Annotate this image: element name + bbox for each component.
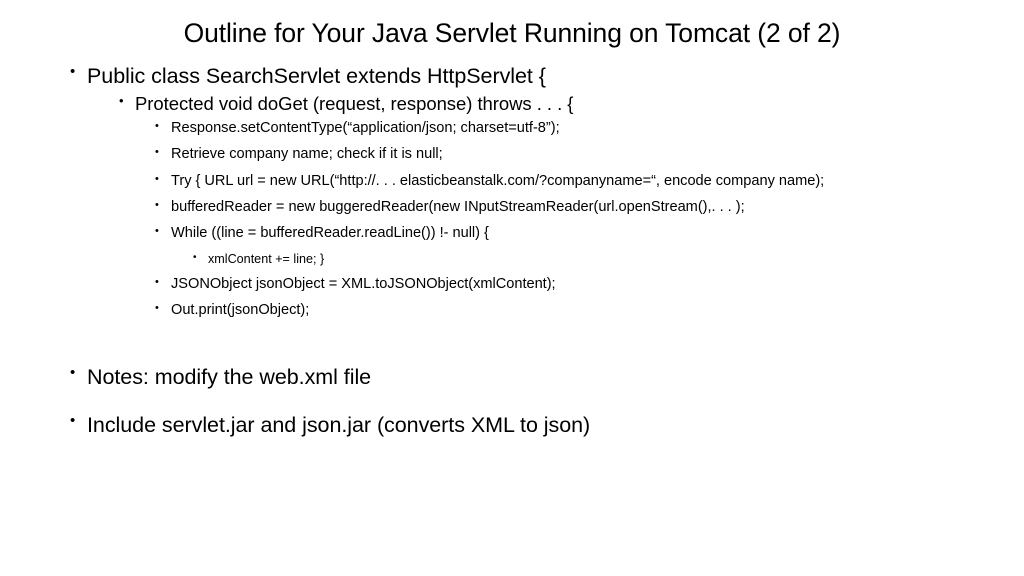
outline-item-text: Protected void doGet (request, response)…: [135, 92, 574, 114]
page-title: Outline for Your Java Servlet Running on…: [183, 18, 841, 48]
outline-item-level3: • Response.setContentType(“application/j…: [0, 119, 1024, 145]
bullet-icon: •: [193, 251, 197, 263]
bullet-icon: •: [70, 63, 76, 80]
outline-item-text: Out.print(jsonObject);: [171, 302, 310, 319]
outline-item-level4: • xmlContent += line; }: [0, 251, 1024, 275]
outline-tail-group: • Notes: modify the web.xml file • Inclu…: [0, 363, 1024, 460]
outline-item-text: Try { URL url = new URL(“http://. . . el…: [171, 172, 825, 189]
outline-item-level2: • Protected void doGet (request, respons…: [0, 92, 1024, 119]
bullet-icon: •: [155, 275, 159, 288]
bullet-icon: •: [155, 225, 159, 238]
bullet-icon: •: [155, 198, 159, 211]
bullet-icon: •: [70, 363, 76, 381]
bullet-icon: •: [155, 119, 159, 132]
outline-item-level1: • Include servlet.jar and json.jar (conv…: [0, 411, 1024, 460]
outline-item-level3: • Try { URL url = new URL(“http://. . . …: [0, 172, 1024, 198]
bullet-icon: •: [70, 412, 76, 430]
outline-item-text: Include servlet.jar and json.jar (conver…: [87, 413, 591, 438]
outline-item-level3: • JSONObject jsonObject = XML.toJSONObje…: [0, 275, 1024, 301]
outline-item-level3: • Retrieve company name; check if it is …: [0, 145, 1024, 171]
bullet-icon: •: [155, 146, 159, 159]
outline-item-text: JSONObject jsonObject = XML.toJSONObject…: [171, 275, 556, 292]
bullet-icon: •: [155, 172, 159, 185]
outline-item-level1: • Notes: modify the web.xml file: [0, 363, 1024, 412]
outline-item-text: xmlContent += line; }: [208, 251, 325, 266]
outline-item-text: bufferedReader = new buggeredReader(new …: [171, 198, 745, 215]
outline-item-level3: • While ((line = bufferedReader.readLine…: [0, 224, 1024, 250]
outline-item-text: Public class SearchServlet extends HttpS…: [87, 64, 546, 88]
blank-spacer-line: [0, 328, 1024, 361]
bullet-icon: •: [155, 302, 159, 315]
bullet-icon: •: [119, 92, 124, 108]
slide-body: • Public class SearchServlet extends Htt…: [0, 62, 1024, 460]
outline-item-level3: • bufferedReader = new buggeredReader(ne…: [0, 198, 1024, 224]
outline-item-text: While ((line = bufferedReader.readLine()…: [171, 225, 489, 242]
outline-item-text: Notes: modify the web.xml file: [87, 364, 372, 389]
outline-item-level3: • Out.print(jsonObject);: [0, 301, 1024, 327]
outline-item-text: Response.setContentType(“application/jso…: [171, 119, 560, 136]
outline-item-text: Retrieve company name; check if it is nu…: [171, 146, 443, 163]
outline-item-level1: • Public class SearchServlet extends Htt…: [0, 62, 1024, 92]
